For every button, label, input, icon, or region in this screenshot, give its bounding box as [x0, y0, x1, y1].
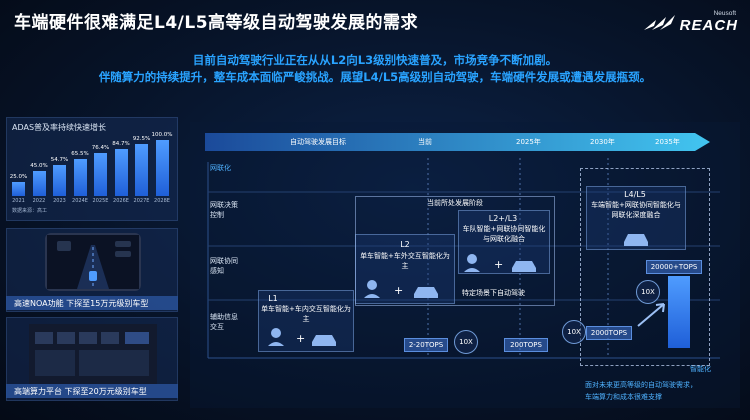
adas-bar: [135, 144, 148, 196]
adas-bar-category-label: 2028E: [154, 198, 170, 204]
adas-bar-value-label: 92.5%: [132, 136, 151, 143]
adas-bar: [53, 165, 66, 196]
stage-l2-box: [355, 234, 455, 304]
noa-screen-image: [45, 233, 141, 291]
page-title: 车端硬件很难满足L4/L5高等级自动驾驶发展的需求: [14, 13, 419, 33]
adas-bar-category-label: 2021: [12, 198, 25, 204]
svg-text:+: +: [394, 284, 403, 297]
neusoft-reach-logo: Neusoft REACH: [642, 10, 738, 36]
stage-l1-box: [258, 290, 354, 352]
adas-chart-panel: [6, 117, 178, 221]
future-stage-frame: [580, 168, 710, 366]
timeline-now-label: 当前: [418, 138, 432, 146]
chart-title: ADAS普及率持续快速增长: [12, 123, 107, 132]
compute-20000tops-bar: [668, 276, 690, 348]
adas-bar-category-label: 2023: [53, 198, 66, 204]
timeline-2025-label: 2025年: [516, 138, 541, 146]
adas-bar-value-label: 84.7%: [112, 140, 130, 147]
adas-bar-value-label: 25.0%: [9, 174, 28, 180]
x-axis-label: 智能化: [690, 365, 711, 373]
timeline-goal-label: 自动驾驶发展目标: [290, 138, 346, 146]
timeline-2035-label: 2035年: [655, 138, 680, 146]
adas-bar-value-label: 76.4%: [91, 145, 110, 152]
compute-200tops: 200TOPS: [504, 338, 548, 352]
noa-caption: 高速NOA功能 下探至15万元级别车型: [6, 296, 178, 310]
adas-bar-category-label: 2026E: [113, 198, 129, 204]
stage-l45-box: [586, 186, 686, 250]
svg-text:+: +: [296, 332, 305, 345]
stage-l2-title: L2: [400, 240, 410, 249]
stage-l45-text: 车端智能+网联协同智能化与网联化深度融合: [591, 201, 681, 219]
adas-bar: [32, 170, 46, 196]
multiplier-10x-3: 10X: [636, 280, 660, 304]
driver-car-icon-l2: +: [364, 280, 438, 298]
adas-bar-category-label: 2024E: [72, 198, 88, 204]
adas-bar-value-label: 65.5%: [71, 151, 89, 158]
special-scene-label: 特定场景下自动驾驶: [462, 289, 525, 297]
compute-2-20tops: 2-20TOPS: [404, 338, 448, 352]
platform-caption: 高端算力平台 下探至20万元级别车型: [6, 384, 178, 398]
adas-bar: [114, 148, 128, 196]
adas-bar: [73, 159, 87, 196]
compute-20000tops: 20000+TOPS: [646, 260, 702, 274]
platform-dashboard-image: [29, 324, 157, 384]
stage-l1-text: 单车智能+车内交互智能化为主: [261, 305, 351, 323]
svg-text:+: +: [494, 258, 503, 271]
adas-bar-category-label: 2027E: [133, 198, 150, 204]
stage-l45-title: L4/L5: [624, 190, 646, 199]
chart-source-note: 数据来源：高工: [12, 208, 48, 214]
timeline-2030-label: 2030年: [590, 138, 615, 146]
adas-bar-category-label: 2025E: [92, 198, 109, 204]
subtitle-line-2: 伴随算力的持续提升，整车成本面临严峻挑战。展望L4/L5高级别自动驾驶，车端硬件…: [98, 70, 652, 84]
driver-car-icon-l1: +: [268, 328, 336, 346]
logo-reach-text: REACH: [679, 17, 738, 34]
footnote-line-2: 车端算力和成本很难支撑: [585, 393, 662, 401]
adas-bar-category-label: 2022: [32, 198, 46, 204]
lane-decision-control: 网联决策控制: [210, 201, 238, 219]
adas-bar: [155, 140, 169, 196]
compute-2000tops: 2000TOPS: [586, 326, 632, 340]
stage-l23-title: L2+/L3: [488, 214, 518, 223]
logo-neusoft-text: Neusoft: [713, 10, 736, 17]
timeline-arrow: [205, 133, 710, 151]
stage-l1-title: L1: [268, 294, 278, 303]
car-icon-l45: [624, 234, 648, 246]
growth-arrow-icon: [637, 303, 665, 327]
y-axis-label: 网联化: [210, 164, 231, 172]
logo-swoosh-icon: [644, 15, 675, 30]
adas-bar-value-label: 100.0%: [151, 132, 173, 138]
footnote-line-1: 面对未来更高等级的自动驾驶需求，: [585, 381, 697, 389]
stage-l23-text: 车队智能+网联协同智能化与网联化融合: [462, 225, 546, 243]
subtitle-line-1: 目前自动驾驶行业正在从从L2向L3级别快速普及，市场竞争不断加剧。: [192, 53, 558, 67]
driver-car-icon-l23: +: [464, 254, 536, 272]
adas-bar: [12, 182, 25, 196]
multiplier-10x-2: 10X: [562, 320, 586, 344]
lane-info-interaction: 辅助信息交互: [210, 313, 238, 331]
stage-l2-text: 单车智能+车外交互智能化为主: [360, 252, 450, 270]
current-stage-label: 当前所处发展阶段: [427, 199, 483, 207]
adas-bar-value-label: 54.7%: [50, 157, 69, 164]
lane-cooperative-sensing: 网联协同感知: [210, 257, 238, 275]
adas-bar-value-label: 45.0%: [30, 162, 48, 169]
multiplier-10x-1: 10X: [454, 330, 478, 354]
adas-bar: [94, 153, 107, 196]
current-stage-frame: [355, 196, 555, 306]
